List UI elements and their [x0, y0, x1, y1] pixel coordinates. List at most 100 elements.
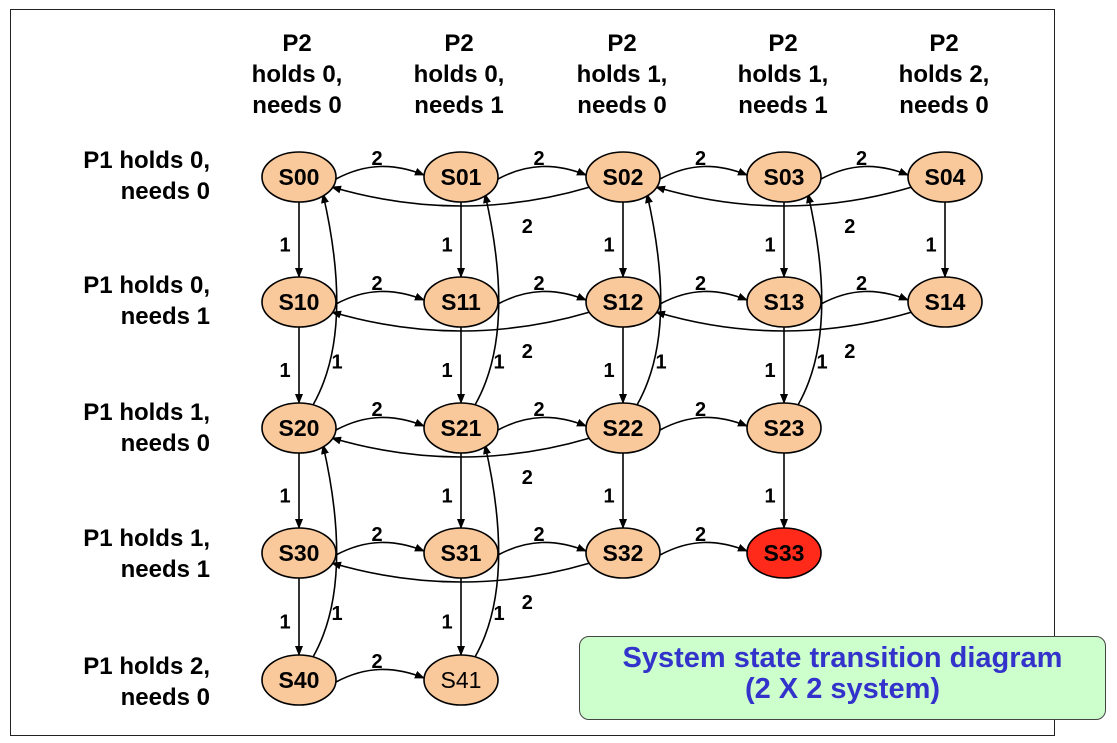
edge-label-S13-S14: 2 — [856, 273, 867, 295]
state-node-shape — [423, 527, 499, 579]
edge-label-S22-S02: 1 — [655, 352, 666, 374]
edge-S32-S30 — [331, 561, 591, 583]
edge-label-S30-S31: 2 — [371, 524, 382, 546]
edge-label-S40-S41: 2 — [371, 651, 382, 673]
state-node-shape — [585, 151, 661, 203]
diagram-caption-box: System state transition diagram (2 X 2 s… — [579, 636, 1106, 720]
edge-S32-S33 — [659, 541, 748, 556]
edge-S03-S04 — [820, 165, 909, 180]
state-node-label: S32 — [603, 540, 644, 566]
edge-label-S01-S02: 2 — [533, 148, 544, 170]
edge-label-S41-S21: 1 — [493, 603, 504, 625]
diagram-frame — [10, 9, 1055, 736]
state-node-s10: S10 — [261, 276, 337, 328]
edge-label-S23-S33: 1 — [764, 486, 775, 508]
edge-S40-S41 — [335, 668, 425, 683]
state-node-shape — [261, 402, 337, 454]
state-node-label: S40 — [279, 667, 320, 693]
edge-label-S40-S20: 1 — [331, 603, 342, 625]
edge-label-S31-S32: 2 — [533, 524, 544, 546]
state-node-shape — [585, 276, 661, 328]
edge-label-S20-S21: 2 — [371, 399, 382, 421]
edge-label-S12-S13: 2 — [695, 273, 706, 295]
state-node-label: S03 — [764, 164, 805, 190]
state-node-shape — [423, 151, 499, 203]
state-node-s14: S14 — [907, 276, 983, 328]
state-node-label: S21 — [441, 415, 482, 441]
state-node-shape — [907, 151, 983, 203]
state-node-shape — [423, 276, 499, 328]
edge-S00-S01 — [335, 165, 425, 180]
edge-label-S22-S23: 2 — [695, 399, 706, 421]
state-node-shape — [746, 276, 822, 328]
edge-S12-S13 — [659, 290, 748, 305]
edge-label-S13-S23: 1 — [764, 360, 775, 382]
state-node-s30: S30 — [261, 527, 337, 579]
state-node-label: S41 — [441, 667, 482, 693]
edge-S30-S31 — [335, 541, 425, 556]
state-node-shape — [585, 402, 661, 454]
edge-label-S10-S20: 1 — [279, 360, 290, 382]
row-header-0: P1 holds 0,needs 0 — [83, 147, 210, 205]
state-node-label: S12 — [603, 289, 644, 315]
edge-label-S03-S13: 1 — [764, 235, 775, 257]
state-node-s41: S41 — [423, 654, 499, 706]
state-node-label: S13 — [764, 289, 805, 315]
state-node-label: S00 — [279, 164, 320, 190]
state-node-shape — [261, 654, 337, 706]
state-node-shape — [746, 527, 822, 579]
state-node-s23: S23 — [746, 402, 822, 454]
row-header-2: P1 holds 1,needs 0 — [83, 399, 210, 457]
state-node-s32: S32 — [585, 527, 661, 579]
state-node-s04: S04 — [907, 151, 983, 203]
state-node-shape — [423, 654, 499, 706]
caption-title: System state transition diagram — [622, 642, 1063, 674]
edge-label-S02-S00: 2 — [522, 216, 533, 238]
state-node-label: S11 — [441, 289, 481, 315]
row-header-1: P1 holds 0,needs 1 — [83, 272, 210, 330]
state-node-s40: S40 — [261, 654, 337, 706]
edge-label-S30-S40: 1 — [279, 612, 290, 634]
edge-label-S04-S14: 1 — [925, 235, 936, 257]
edge-S31-S32 — [497, 541, 587, 556]
edge-label-S32-S33: 2 — [695, 524, 706, 546]
edge-label-S22-S20: 2 — [522, 467, 533, 489]
state-node-s12: S12 — [585, 276, 661, 328]
edge-S10-S11 — [335, 290, 425, 305]
state-node-label: S14 — [925, 289, 966, 315]
edge-S02-S00 — [331, 185, 591, 207]
state-node-s00: S00 — [261, 151, 337, 203]
edge-S13-S14 — [820, 290, 909, 305]
state-node-s02: S02 — [585, 151, 661, 203]
state-node-s11: S11 — [423, 276, 499, 328]
edge-label-S14-S12: 2 — [844, 341, 855, 363]
state-node-s21: S21 — [423, 402, 499, 454]
edge-label-S03-S04: 2 — [856, 148, 867, 170]
edge-label-S00-S10: 1 — [279, 235, 290, 257]
edge-label-S21-S01: 1 — [493, 352, 504, 374]
state-node-shape — [261, 276, 337, 328]
edge-S20-S21 — [335, 416, 425, 431]
state-node-s22: S22 — [585, 402, 661, 454]
edge-label-S01-S11: 1 — [441, 235, 452, 257]
state-node-label: S33 — [764, 540, 805, 566]
state-node-shape — [423, 402, 499, 454]
state-node-s13: S13 — [746, 276, 822, 328]
edge-label-S21-S22: 2 — [533, 399, 544, 421]
state-node-label: S01 — [441, 164, 482, 190]
state-node-label: S31 — [441, 540, 482, 566]
edge-label-S23-S03: 1 — [816, 352, 827, 374]
edge-S12-S10 — [331, 310, 591, 332]
state-node-s20: S20 — [261, 402, 337, 454]
state-node-label: S04 — [925, 164, 966, 190]
state-node-shape — [261, 151, 337, 203]
state-node-s31: S31 — [423, 527, 499, 579]
edge-label-S12-S22: 1 — [603, 360, 614, 382]
edge-label-S31-S41: 1 — [441, 612, 452, 634]
edge-S21-S22 — [497, 416, 587, 431]
